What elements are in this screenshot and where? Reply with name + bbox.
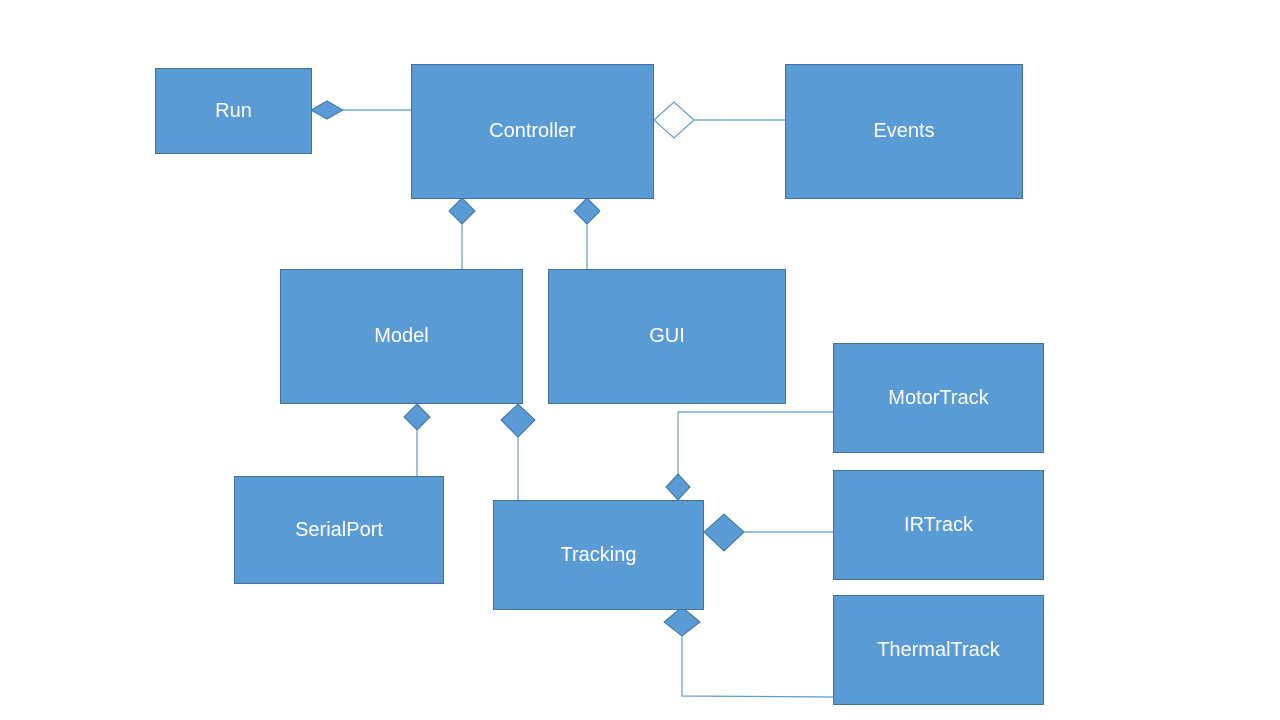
class-box-controller: Controller [411, 64, 654, 199]
class-box-irtrack: IRTrack [833, 470, 1044, 580]
class-label-tracking: Tracking [560, 543, 637, 566]
class-label-model: Model [374, 325, 429, 347]
connector-tracking-motortrack [677, 411, 833, 474]
composition-diamond-run [309, 100, 345, 120]
class-box-thermaltrack: ThermalTrack [833, 595, 1044, 705]
composition-diamond-tracking-thermaltrack [663, 606, 701, 637]
class-box-serialport: SerialPort [234, 476, 444, 584]
composition-diamond-controller-gui [573, 197, 601, 225]
connector-tracking-thermaltrack [681, 636, 834, 698]
class-box-motortrack: MotorTrack [833, 343, 1044, 453]
class-box-model: Model [280, 269, 523, 404]
class-box-tracking: Tracking [493, 500, 704, 610]
class-label-motortrack: MotorTrack [888, 386, 989, 409]
class-label-irtrack: IRTrack [904, 513, 973, 536]
class-box-run: Run [155, 68, 312, 154]
class-label-thermaltrack: ThermalTrack [877, 638, 1000, 661]
composition-diamond-controller-model [448, 197, 476, 225]
composition-diamond-model-serialport [403, 403, 431, 431]
class-box-gui: GUI [548, 269, 786, 404]
composition-diamond-tracking-motortrack [665, 473, 691, 501]
aggregation-diamond-events [653, 101, 695, 139]
class-label-serialport: SerialPort [295, 518, 383, 541]
class-label-events: Events [873, 120, 935, 142]
composition-diamond-tracking-irtrack [703, 513, 745, 552]
class-label-run: Run [215, 99, 252, 122]
class-label-gui: GUI [649, 325, 685, 347]
composition-diamond-model-tracking [500, 403, 536, 438]
class-label-controller: Controller [489, 120, 576, 142]
class-box-events: Events [785, 64, 1023, 199]
